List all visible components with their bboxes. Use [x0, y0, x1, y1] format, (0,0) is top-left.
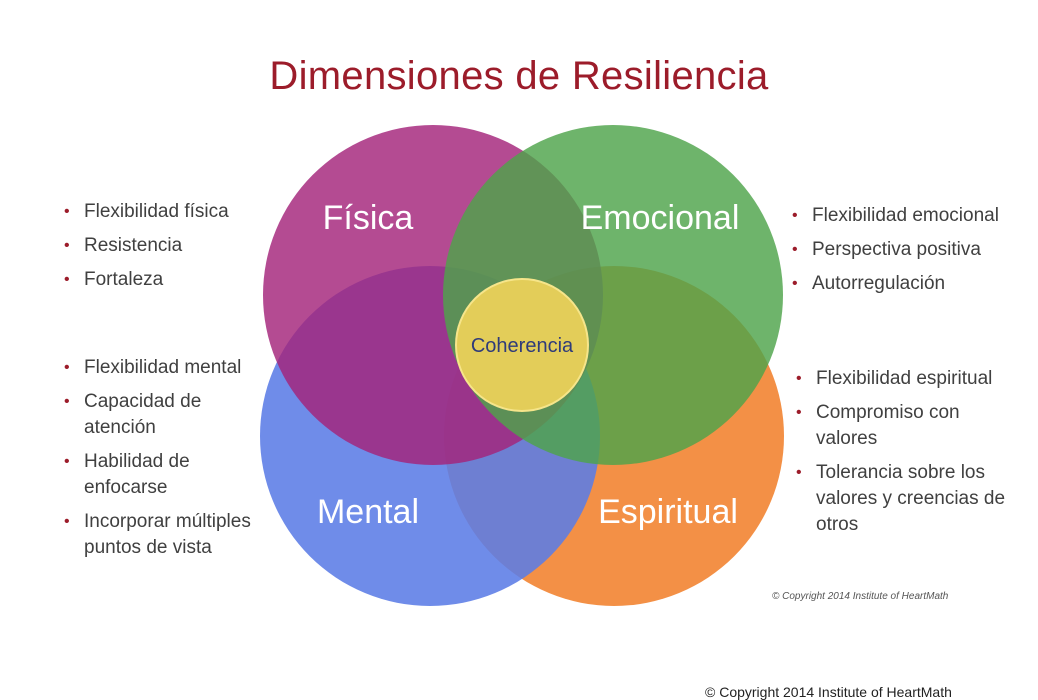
list-item: Perspectiva positiva — [792, 237, 1022, 263]
list-item: Tolerancia sobre los valores y creencias… — [796, 460, 1011, 538]
copyright-note: © Copyright 2014 Institute of HeartMath — [772, 591, 949, 602]
label-espiritual: Espiritual — [598, 493, 738, 531]
list-espiritual: Flexibilidad espiritual Compromiso con v… — [796, 366, 1011, 546]
list-item: Capacidad de atención — [64, 389, 264, 441]
circle-center — [455, 278, 589, 412]
list-item: Incorporar múltiples puntos de vista — [64, 509, 264, 561]
list-item: Fortaleza — [64, 267, 229, 293]
list-item: Habilidad de enfocarse — [64, 449, 264, 501]
page-title: Dimensiones de Resiliencia — [269, 54, 769, 98]
list-item: Flexibilidad espiritual — [796, 366, 1011, 392]
list-item: Autorregulación — [792, 271, 1022, 297]
label-mental: Mental — [317, 493, 419, 531]
list-emocional: Flexibilidad emocional Perspectiva posit… — [792, 203, 1022, 305]
label-emocional: Emocional — [581, 199, 740, 237]
list-fisica: Flexibilidad física Resistencia Fortalez… — [64, 199, 229, 301]
copyright-footer: © Copyright 2014 Institute of HeartMath — [705, 684, 952, 700]
list-item: Compromiso con valores — [796, 400, 1011, 452]
list-item: Flexibilidad física — [64, 199, 229, 225]
label-fisica: Física — [323, 199, 414, 237]
list-item: Resistencia — [64, 233, 229, 259]
list-item: Flexibilidad mental — [64, 355, 264, 381]
list-mental: Flexibilidad mental Capacidad de atenció… — [64, 355, 264, 569]
label-coherencia: Coherencia — [471, 335, 574, 357]
list-item: Flexibilidad emocional — [792, 203, 1022, 229]
